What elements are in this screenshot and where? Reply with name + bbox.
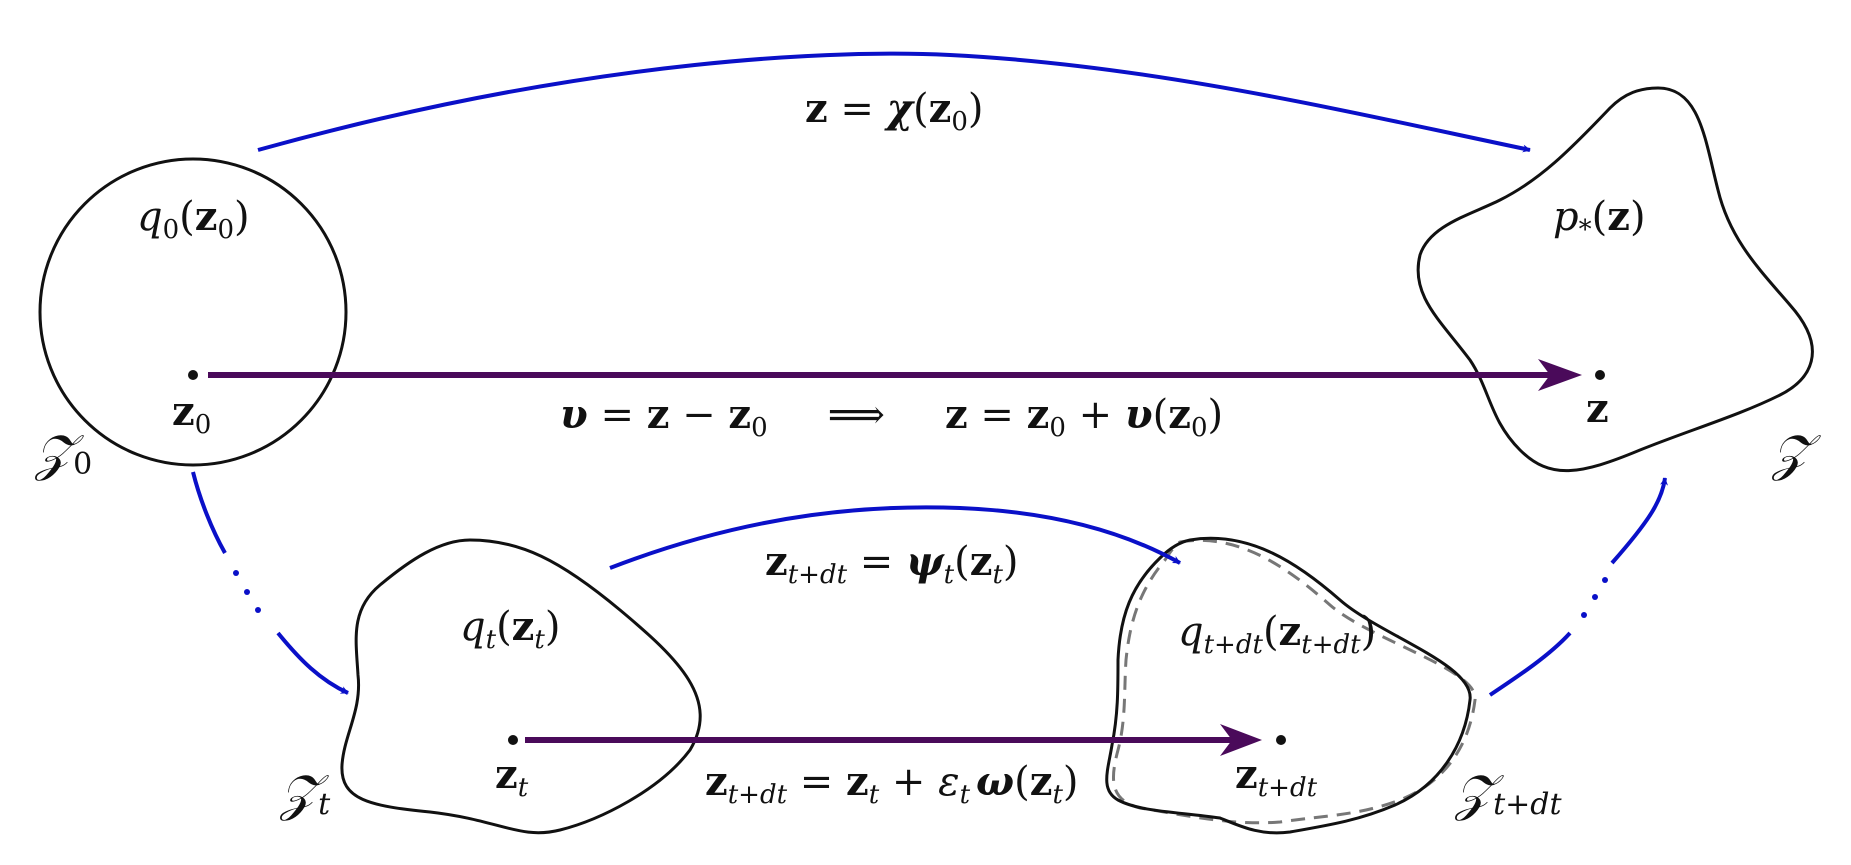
space-zt-outline [340,538,702,835]
space-ztdt-dashed-outline [1112,539,1477,825]
point-z-label: z [1586,385,1609,432]
psi-map-arrow [609,505,1181,570]
space-zt-label: 𝒵t [279,764,331,822]
velocity-equation: υ = z − z0⟹z = z0 + υ(z0) [560,391,1223,443]
point-ztdt-label: zt+dt [1235,751,1318,803]
point-zt [508,735,518,745]
point-z0 [188,370,198,380]
ztdt-to-z-solid-bottom [1488,631,1572,697]
space-z0-label: 𝒵0 [34,424,92,482]
density-q0-label: q0(z0) [137,193,250,245]
point-zt-label: zt [495,751,529,803]
z0-to-zt-solid-top [191,471,227,554]
point-z0-label: z0 [172,388,211,440]
density-qtdt-label: qt+dt(zt+dt) [1178,608,1376,660]
density-pstar-label: p*(z) [1553,193,1646,245]
point-z [1595,370,1605,380]
space-ztdt-label: 𝒵t+dt [1454,764,1562,822]
ellipsis-dots-icon [233,570,261,613]
point-ztdt [1276,735,1286,745]
chi-map-arrow [257,51,1531,153]
z0-to-zt-solid-bottom [276,631,349,695]
density-qt-label: qt(zt) [460,603,560,655]
velocity-arrowhead-icon [1538,359,1582,391]
space-ztdt-outline [1105,536,1472,835]
ellipsis-dots-icon [1581,577,1608,618]
space-z0-outline [38,157,348,467]
psi-map-equation: zt+dt = ψt(zt) [765,538,1019,590]
space-z-outline [1416,86,1814,473]
ztdt-to-z-solid-top [1610,477,1668,565]
space-z-label: 𝒵 [1771,424,1822,482]
chi-map-equation: z = χ(z0) [805,85,983,137]
euler-arrowhead-icon [1220,724,1262,756]
